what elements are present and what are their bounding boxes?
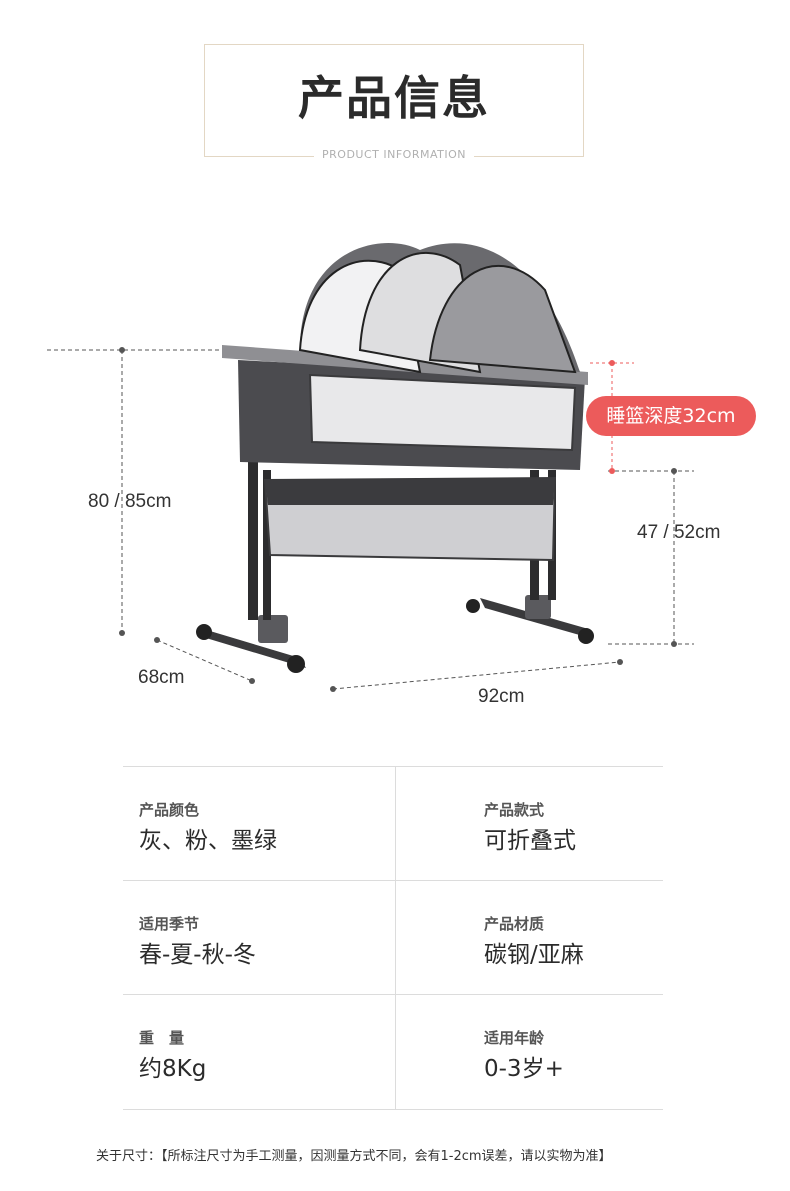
spec-row: 重 量 约8Kg 适用年龄 0-3岁+ xyxy=(123,994,663,1110)
bed-height-label: 47 / 52cm xyxy=(637,522,721,543)
bed-height-top-dot xyxy=(671,468,677,474)
depth-dimension-line xyxy=(156,639,253,682)
crib-mesh-window xyxy=(308,373,577,452)
height-top-dot xyxy=(119,347,125,353)
product-diagram xyxy=(47,243,694,692)
length-right-dot xyxy=(617,659,623,665)
crib-illustration xyxy=(196,243,594,673)
spec-value: 碳钢/亚麻 xyxy=(484,942,584,968)
wheel-icon xyxy=(287,655,305,673)
crib-left-leg-joint xyxy=(258,615,288,643)
length-left-dot xyxy=(330,686,336,692)
crib-canopy-shade xyxy=(428,264,577,374)
page-title: 产品信息 xyxy=(298,71,490,125)
basket-depth-bottom-dot xyxy=(609,468,615,474)
spec-table: 产品颜色 灰、粉、墨绿 产品款式 可折叠式 适用季节 春-夏-秋-冬 产品材质 … xyxy=(123,766,663,1110)
spec-value: 约8Kg xyxy=(139,1056,207,1082)
basket-depth-top-dot xyxy=(609,360,615,366)
basket-depth-badge: 睡篮深度32cm xyxy=(586,396,756,436)
wheel-icon xyxy=(466,599,480,613)
title-box-bottom-left-line xyxy=(204,156,314,157)
page-subtitle: PRODUCT INFORMATION xyxy=(322,148,466,161)
spec-label: 产品材质 xyxy=(484,915,545,933)
spec-label: 适用年龄 xyxy=(484,1029,545,1047)
length-dimension-line xyxy=(332,661,621,690)
depth-width-label: 68cm xyxy=(138,667,185,688)
spec-value: 0-3岁+ xyxy=(484,1056,564,1082)
crib-storage-pockets xyxy=(265,478,555,505)
spec-label: 产品款式 xyxy=(484,801,545,819)
bed-height-bottom-dot xyxy=(671,641,677,647)
title-box-bottom-right-line xyxy=(474,156,584,157)
spec-column-divider xyxy=(395,766,396,1110)
depth-right-dot xyxy=(249,678,255,684)
spec-label: 适用季节 xyxy=(139,915,200,933)
height-bottom-dot xyxy=(119,630,125,636)
depth-left-dot xyxy=(154,637,160,643)
wheel-icon xyxy=(578,628,594,644)
crib-front-pole xyxy=(248,370,258,620)
spec-row: 产品颜色 灰、粉、墨绿 产品款式 可折叠式 xyxy=(123,766,663,880)
header-title-box: 产品信息 PRODUCT INFORMATION xyxy=(204,44,584,160)
size-footnote: 关于尺寸：【所标注尺寸为手工测量，因测量方式不同，会有1-2cm误差，请以实物为… xyxy=(96,1149,612,1164)
spec-row: 适用季节 春-夏-秋-冬 产品材质 碳钢/亚麻 xyxy=(123,880,663,994)
crib-left-base xyxy=(200,628,306,668)
spec-value: 春-夏-秋-冬 xyxy=(139,942,256,968)
length-label: 92cm xyxy=(478,686,525,707)
height-total-label: 80 / 85cm xyxy=(88,491,172,512)
wheel-icon xyxy=(196,624,212,640)
spec-label: 重 量 xyxy=(139,1029,185,1047)
spec-value: 可折叠式 xyxy=(484,828,576,854)
crib-right-leg-joint xyxy=(525,595,551,619)
spec-label: 产品颜色 xyxy=(139,801,200,819)
spec-value: 灰、粉、墨绿 xyxy=(139,828,277,854)
crib-front-pole-inner xyxy=(263,470,271,620)
